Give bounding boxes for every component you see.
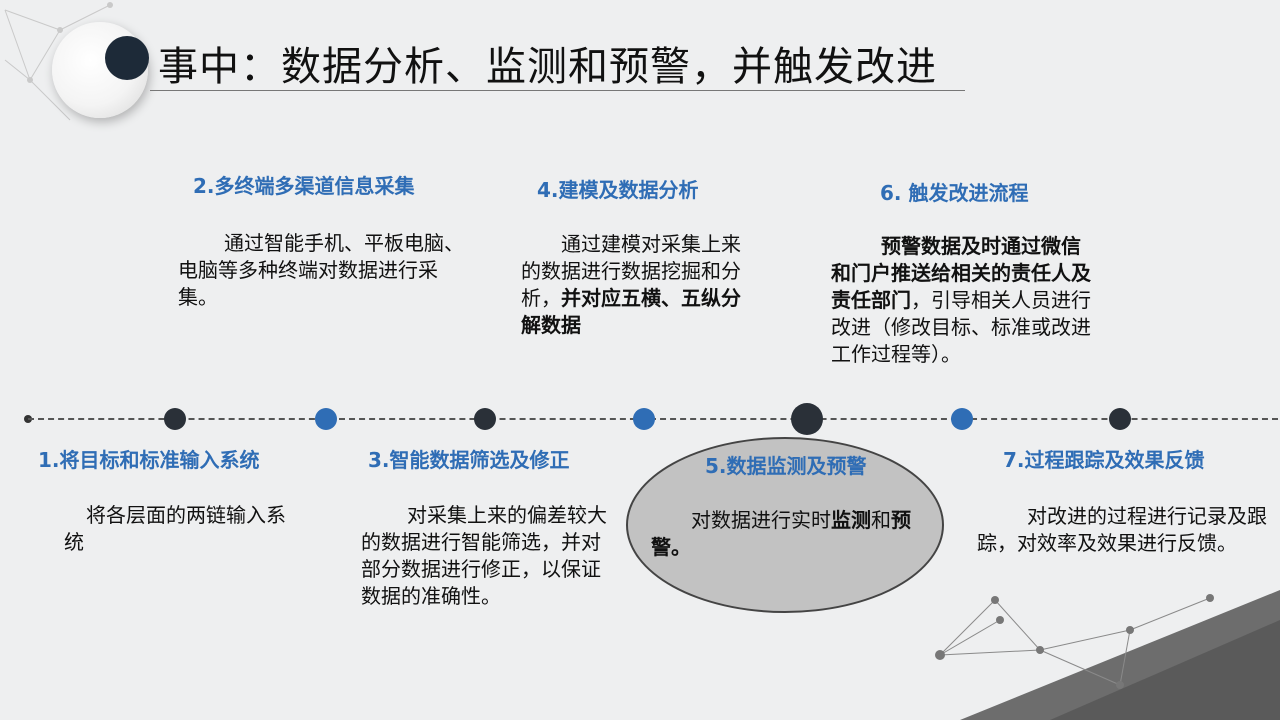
step-5-text-a: 对数据进行实时 — [691, 508, 831, 532]
timeline-node-1 — [164, 408, 186, 430]
timeline-node-5 — [791, 403, 823, 435]
timeline-node-4 — [633, 408, 655, 430]
timeline-node-7 — [1109, 408, 1131, 430]
step-6-text-plain: ，引导相关人员进行改进（修改目标、标准或改进工作过程等）。 — [831, 288, 1091, 366]
page-title: 事中：数据分析、监测和预警，并触发改进 — [158, 44, 937, 90]
step-4-text-plain: 通过建模对采集上来的数据进行数据挖掘和分析， — [521, 232, 741, 310]
step-7-heading: 7.过程跟踪及效果反馈 — [1003, 448, 1205, 472]
step-1-text: 将各层面的两链输入系统 — [64, 503, 286, 554]
step-6-text-bold: 预警数据及时通过微信和门户推送给相关的责任人及责任部门 — [831, 234, 1091, 312]
title-underline — [150, 90, 965, 91]
step-5-highlight-ellipse — [626, 437, 944, 613]
step-4-text-bold: 并对应五横、五纵分解数据 — [521, 286, 741, 337]
step-5-text-d: 预警。 — [651, 508, 911, 559]
step-2-text: 通过智能手机、平板电脑、电脑等多种终端对数据进行采集。 — [178, 231, 464, 309]
step-5-heading: 5.数据监测及预警 — [705, 454, 867, 478]
step-6-heading: 6. 触发改进流程 — [880, 181, 1029, 205]
timeline-node-3 — [474, 408, 496, 430]
title-bullet-icon — [105, 36, 149, 80]
network-decoration-top-left — [4, 2, 113, 121]
step-3-heading: 3.智能数据筛选及修正 — [368, 448, 570, 472]
step-3-text: 对采集上来的偏差较大的数据进行智能筛选，并对部分数据进行修正，以保证数据的准确性… — [361, 503, 607, 608]
step-4-text: 通过建模对采集上来的数据进行数据挖掘和分析，并对应五横、五纵分解数据 — [521, 231, 743, 339]
timeline-node-2 — [315, 408, 337, 430]
step-5-text: 对数据进行实时监测和预警。 — [651, 507, 936, 561]
step-5-text-b: 监测 — [831, 508, 871, 532]
step-2-heading: 2.多终端多渠道信息采集 — [193, 174, 415, 198]
step-6-text: 预警数据及时通过微信和门户推送给相关的责任人及责任部门，引导相关人员进行改进（修… — [831, 233, 1099, 368]
network-decoration-bottom-right — [935, 590, 1280, 720]
step-1-heading: 1.将目标和标准输入系统 — [38, 448, 260, 472]
step-7-text: 对改进的过程进行记录及跟踪，对效率及效果进行反馈。 — [977, 504, 1267, 555]
step-4-heading: 4.建模及数据分析 — [537, 178, 699, 202]
timeline-node-6 — [951, 408, 973, 430]
step-5-text-c: 和 — [871, 508, 891, 532]
